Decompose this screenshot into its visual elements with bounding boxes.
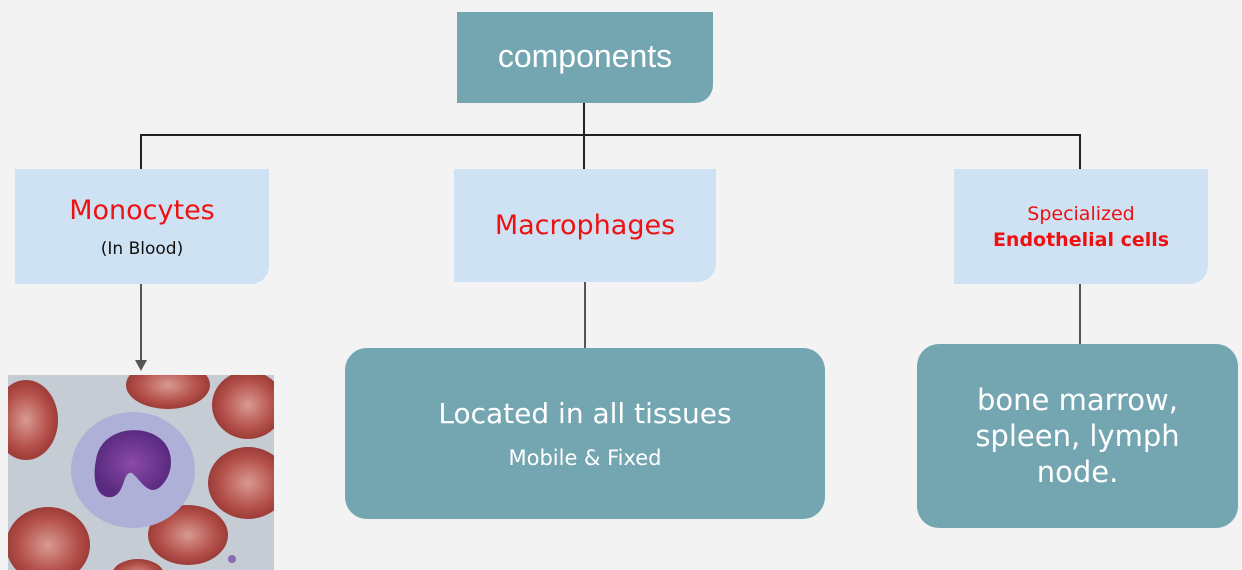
macrophages-node: Macrophages — [454, 169, 716, 282]
endothelial-title-line2: Endothelial cells — [992, 228, 1170, 251]
endothelial-title-line1: Specialized — [1027, 202, 1135, 225]
macrophages-title: Macrophages — [494, 210, 676, 241]
monocytes-title: Monocytes — [69, 194, 215, 226]
macrophages-connector — [584, 282, 586, 348]
macrophages-detail-node: Located in all tissues Mobile & Fixed — [345, 348, 825, 519]
branch-drop-right — [1079, 134, 1081, 170]
monocytes-node: Monocytes (In Blood) — [15, 169, 269, 284]
macrophages-detail-line2: Mobile & Fixed — [508, 446, 662, 470]
monocytes-subtitle: (In Blood) — [100, 238, 184, 259]
monocyte-micrograph-image — [8, 375, 274, 570]
endothelial-detail-node: bone marrow, spleen, lymph node. — [917, 344, 1238, 528]
endothelial-node: Specialized Endothelial cells — [954, 169, 1208, 284]
branch-horizontal-line — [140, 134, 1081, 136]
endothelial-connector — [1079, 284, 1081, 344]
root-stem — [583, 103, 585, 136]
root-node: components — [457, 12, 713, 103]
root-label: components — [497, 38, 673, 74]
endothelial-detail-text: bone marrow, spleen, lymph node. — [975, 383, 1180, 489]
branch-drop-left — [140, 134, 142, 170]
branch-drop-middle — [583, 134, 585, 170]
arrow-head-icon — [135, 360, 147, 371]
macrophages-detail-line1: Located in all tissues — [438, 397, 732, 430]
monocytes-arrow-line — [140, 284, 142, 364]
